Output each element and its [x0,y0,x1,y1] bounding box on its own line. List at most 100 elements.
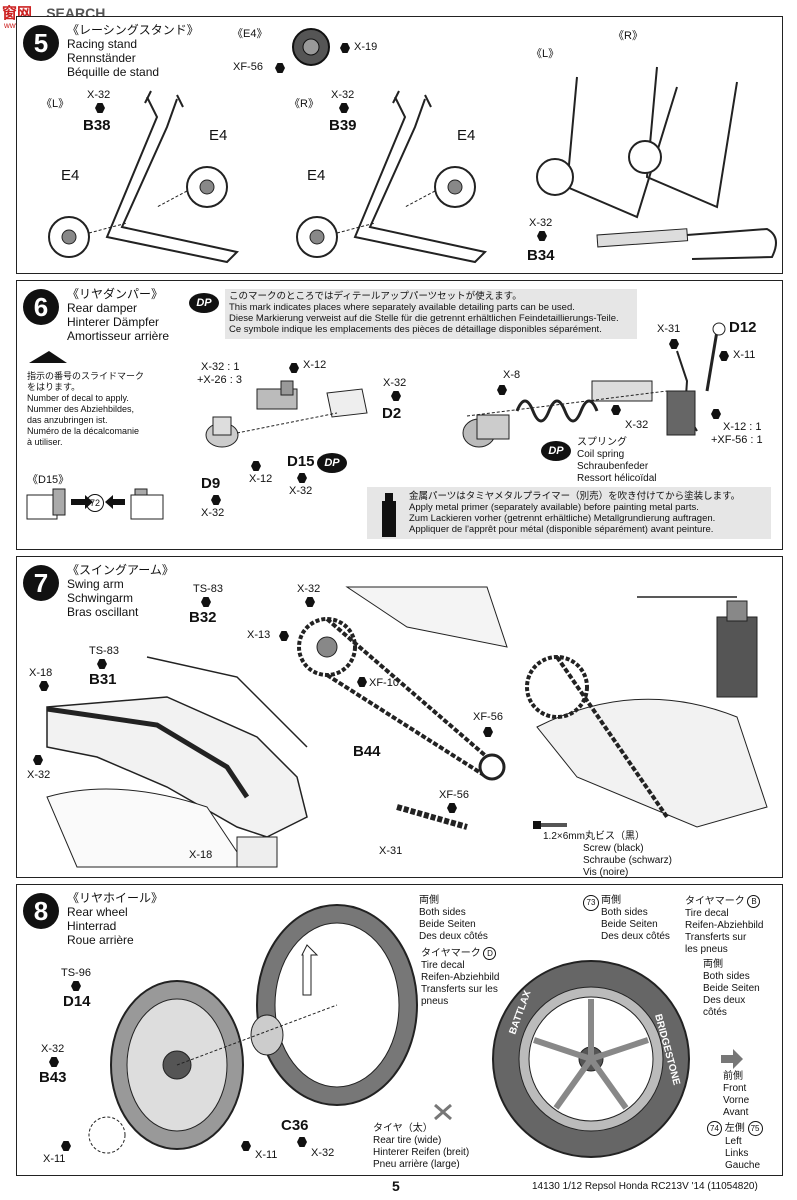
label-x32: X-32 [87,89,111,101]
decal-number-74: 74 [707,1121,722,1136]
paint-hex [483,727,493,737]
dp-note-box [225,289,637,339]
label-x32: X-32 [201,507,225,519]
both3-fr: Des deux [703,995,746,1006]
label-x8: X-8 [503,369,521,381]
both2-de: Beide Seiten [601,919,658,930]
front-en: Front [723,1083,747,1094]
paint-hex [669,339,679,349]
title-jp: 《スイングアーム》 [67,563,174,577]
part-d12: D12 [729,319,757,336]
primer-fr: Appliquer de l'apprêt pour métal (dispon… [409,524,714,535]
label-x32: X-32 [27,769,51,781]
step-title: 《スイングアーム》 Swing arm Schwingarm Bras osci… [67,563,174,619]
both3-jp: 両側 [703,959,723,970]
tiremark-d-fr2: pneus [421,996,449,1007]
slide-de: Nummer des Abziehbildes, [27,404,135,414]
tire-note: タイヤ（太） Rear tire (wide) Hinterer Reifen … [373,1123,469,1171]
damper-body-illustration [205,380,368,448]
tire-mark-d-note: タイヤマーク D Tire decal Reifen-Abziehbild Tr… [421,947,499,1008]
front-arrow-icon [721,1049,743,1069]
spring-de: Schraubenfeder [577,461,649,472]
step-5-panel: 5 《レーシングスタンド》 Racing stand Rennständer B… [16,16,783,274]
step-8-panel: 8 《リヤホイール》 Rear wheel Hinterrad Roue arr… [16,884,783,1176]
paint-hex [61,1141,71,1151]
label-x31: X-31 [657,323,681,335]
mix-x26: +X-26 : 3 [197,374,242,386]
spring-jp: スプリング [577,437,627,448]
title-fr: Roue arrière [67,933,134,947]
title-de: Schwingarm [67,591,134,605]
paint-hex [297,1137,307,1147]
label-x18: X-18 [189,849,213,861]
screw-fr: Vis (noire) [583,867,629,878]
both2-jp: 両側 [601,895,621,906]
part-b31: B31 [89,671,117,688]
part-e4: E4 [209,127,228,144]
tag-left: 《L》 [531,48,560,60]
left-note: 74 左側 75 Left Links Gauche [707,1121,763,1172]
both3-en: Both sides [703,971,750,982]
step-6-panel: 6 《リヤダンパー》 Rear damper Hinterer Dämpfer … [16,280,783,550]
left-fr: Gauche [725,1160,761,1171]
label-x11: X-11 [255,1149,278,1161]
label-x13: X-13 [247,629,271,641]
part-d14: D14 [63,993,91,1010]
both-sides-note: 両側 Both sides Beide Seiten Des deux côté… [419,895,488,943]
step-number: 8 [23,893,59,929]
dp-note-fr: Ce symbole indique les emplacements des … [229,324,602,335]
slide-jp: 指示の番号のスライドマーク [27,371,145,381]
label-x18: X-18 [29,667,53,679]
paint-hex [537,231,547,241]
chain-sprocket-illustration [297,586,508,830]
tiremark-b-de: Reifen-Abziehbild [685,920,764,931]
dp-note-de: Diese Markierung verweist auf die Stelle… [229,313,619,324]
paint-hex [391,391,401,401]
title-jp: 《リヤホイール》 [67,891,164,905]
both-sides-note-2: 両側 Both sides Beide Seiten Des deux côté… [601,895,670,943]
label-x32: X-32 [289,485,313,497]
part-e4: E4 [457,127,476,144]
screw-de: Schraube (schwarz) [583,855,672,866]
title-de: Hinterer Dämpfer [67,315,160,329]
label-xf56: XF-56 [233,61,263,73]
decal-number-72: 72 [86,494,104,512]
title-fr: Béquille de stand [67,65,160,79]
label-x32: X-32 [331,89,355,101]
paint-hex [39,681,49,691]
paint-hex [340,43,350,53]
paint-hex [719,351,729,361]
paint-hex [279,631,289,641]
dp-note-en: This mark indicates places where separat… [229,302,575,313]
screw-icon [533,821,567,829]
spring-note: スプリング Coil spring Schraubenfeder Ressort… [577,437,656,485]
step-number: 7 [23,565,59,601]
tiremark-d-fr: Transferts sur les [421,984,498,995]
step-number: 6 [23,289,59,325]
both-sides-note-3: 両側 Both sides Beide Seiten Des deux côté… [703,959,760,1019]
slide-note: 指示の番号のスライドマーク をはります。 Number of decal to … [27,371,157,448]
tag-right: 《R》 [289,98,319,110]
tiremark-b-letter: B [747,895,761,908]
label-x32: X-32 [529,217,553,229]
paint-hex [251,461,261,471]
both-en: Both sides [419,907,466,918]
label-ts83: TS-83 [89,645,119,657]
paint-hex [241,1141,251,1151]
e4-wheel-illustration [292,28,330,66]
part-b34: B34 [527,247,555,264]
paint-hex [201,597,211,607]
d15-decal-illustration [26,488,164,520]
both3-de: Beide Seiten [703,983,760,994]
decal-number-73: 73 [583,895,599,911]
title-fr: Amortisseur arrière [67,329,170,343]
paint-hex [297,473,307,483]
front-de: Vorne [723,1095,750,1106]
right-stand-illustration [296,90,488,264]
left-de: Links [725,1148,749,1159]
screw-jp: 1.2×6mm丸ビス（黒） [543,831,645,842]
slide-de2: das anzubringen ist. [27,415,108,425]
tire-fr: Pneu arrière (large) [373,1159,460,1170]
paint-hex [33,755,43,765]
label-x12: X-12 [303,359,327,371]
